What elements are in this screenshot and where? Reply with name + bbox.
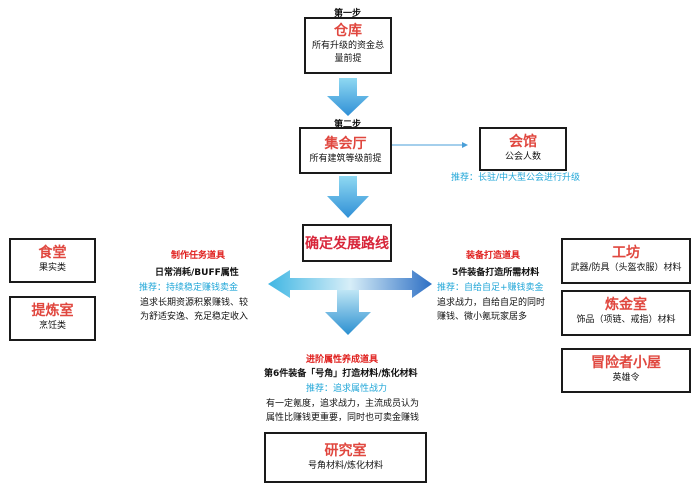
workshop-box: 工坊 武器/防具（头盔衣服）材料 (561, 238, 691, 284)
bottom-line-1: 有一定氪度，追求战力，主流成员认为 (266, 399, 420, 409)
canteen-desc: 果实类 (38, 263, 66, 273)
right-line-2: 赚钱、微小氪玩家居多 (437, 312, 528, 322)
lab-desc: 号角材料/炼化材料 (307, 461, 384, 471)
right-recommendation: 推荐：自给自足+赚钱卖金 (437, 283, 544, 293)
arrow-hall-to-route (327, 176, 369, 218)
adventurer-desc: 英雄令 (612, 373, 640, 383)
guildhouse-desc: 公会人数 (504, 152, 541, 162)
adventurer-title: 冒险者小屋 (591, 355, 661, 371)
guildhouse-title: 会馆 (509, 134, 537, 150)
refinery-title: 提炼室 (31, 303, 74, 319)
step2-label: 第二步 (334, 120, 362, 130)
left-heading: 制作任务道具 (171, 251, 226, 261)
left-recommendation: 推荐：持续稳定赚钱卖金 (139, 283, 239, 293)
canteen-title: 食堂 (38, 245, 67, 261)
guildhouse-box: 会馆 公会人数 (479, 127, 567, 171)
hall-desc: 所有建筑等级前提 (309, 154, 382, 164)
alchemy-desc: 饰品（项链、戒指）材料 (576, 315, 676, 325)
canteen-box: 食堂 果实类 (9, 238, 96, 283)
guildhouse-recommendation: 推荐：长驻/中大型公会进行升级 (451, 173, 581, 183)
adventurer-box: 冒险者小屋 英雄令 (561, 348, 691, 393)
route-title: 确定发展路线 (305, 236, 389, 252)
lab-title: 研究室 (324, 443, 367, 459)
arrow-warehouse-to-hall (327, 78, 369, 116)
alchemy-title: 炼金室 (605, 297, 647, 313)
alchemy-box: 炼金室 饰品（项链、戒指）材料 (561, 290, 691, 336)
warehouse-desc-2: 量前提 (334, 54, 362, 64)
arrow-down-to-bottom (325, 290, 371, 335)
step1-label: 第一步 (334, 9, 362, 19)
left-sub: 日常消耗/BUFF属性 (155, 268, 239, 278)
right-line-1: 追求战力，自给自足的同时 (437, 298, 546, 308)
right-heading: 装备打造道具 (466, 251, 521, 261)
hall-box: 集会厅 所有建筑等级前提 (299, 127, 392, 174)
warehouse-desc-1: 所有升级的资金总 (311, 41, 384, 51)
left-line-2: 为舒适安逸、充足稳定收入 (140, 312, 249, 322)
refinery-desc: 烹饪类 (38, 321, 66, 331)
left-line-1: 追求长期资源积累赚钱、较 (140, 298, 249, 308)
warehouse-box: 仓库 所有升级的资金总 量前提 (304, 17, 392, 74)
bottom-sub: 第6件装备「号角」打造材料/炼化材料 (264, 369, 418, 379)
route-box: 确定发展路线 (302, 224, 392, 262)
workshop-desc: 武器/防具（头盔衣服）材料 (570, 263, 682, 273)
hall-title: 集会厅 (324, 136, 367, 152)
bottom-recommendation: 推荐：追求属性战力 (306, 384, 388, 394)
warehouse-title: 仓库 (334, 23, 362, 39)
bottom-heading: 进阶属性养成道具 (306, 355, 379, 365)
bottom-line-2: 属性比赚钱更重要，同时也可卖金赚钱 (266, 413, 420, 423)
refinery-box: 提炼室 烹饪类 (9, 296, 96, 341)
arrow-left-right (268, 270, 432, 298)
lab-box: 研究室 号角材料/炼化材料 (264, 432, 427, 483)
workshop-title: 工坊 (612, 245, 640, 261)
right-sub: 5件装备打造所需材料 (452, 268, 540, 278)
